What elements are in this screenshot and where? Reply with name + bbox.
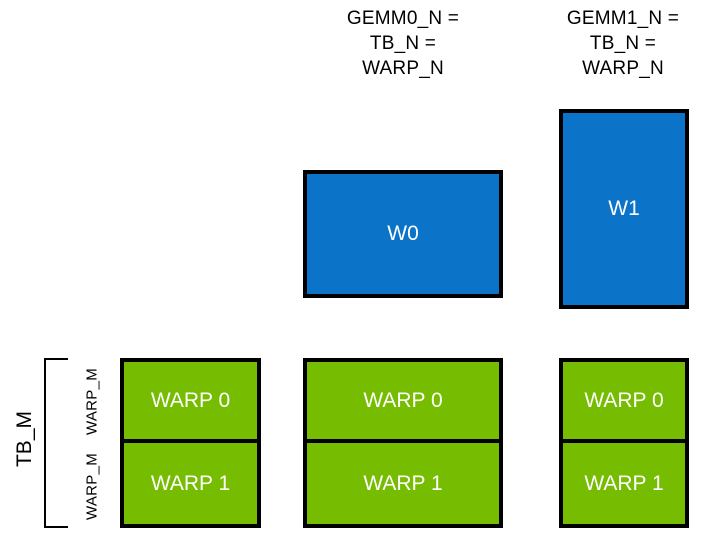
green-cell-warp0: WARP 0 [563,362,685,443]
green-cell-warp1: WARP 1 [563,443,685,524]
green-cell-label: WARP 1 [363,471,443,495]
warp-m-dimension-label-upper: WARP_M [83,367,101,436]
green-cell-label: WARP 0 [584,388,664,412]
green-cell-label: WARP 0 [150,388,231,412]
tb-m-dimension-label: TB_M [13,411,36,468]
green-cell-warp1: WARP 1 [307,443,499,524]
column-header-gemm0: GEMM0_N = TB_N = WARP_N [346,8,460,79]
blue-box-w1-label: W1 [608,197,640,220]
blue-box-w1: W1 [559,109,689,309]
blue-box-w0: W0 [303,170,503,298]
blue-box-w0-label: W0 [387,222,419,245]
green-cell-warp1: WARP 1 [124,443,257,524]
green-cell-label: WARP 1 [150,471,231,495]
column-header-gemm1: GEMM1_N = TB_N = WARP_N [566,8,680,79]
green-column-0: WARP 0 WARP 1 [120,358,261,528]
green-column-2: WARP 0 WARP 1 [559,358,689,528]
tb-m-brace-icon [44,358,68,528]
green-cell-warp0: WARP 0 [124,362,257,443]
green-column-1: WARP 0 WARP 1 [303,358,503,528]
warp-m-dimension-label-lower: WARP_M [83,452,101,521]
green-cell-label: WARP 0 [363,388,443,412]
green-cell-label: WARP 1 [584,471,664,495]
green-cell-warp0: WARP 0 [307,362,499,443]
